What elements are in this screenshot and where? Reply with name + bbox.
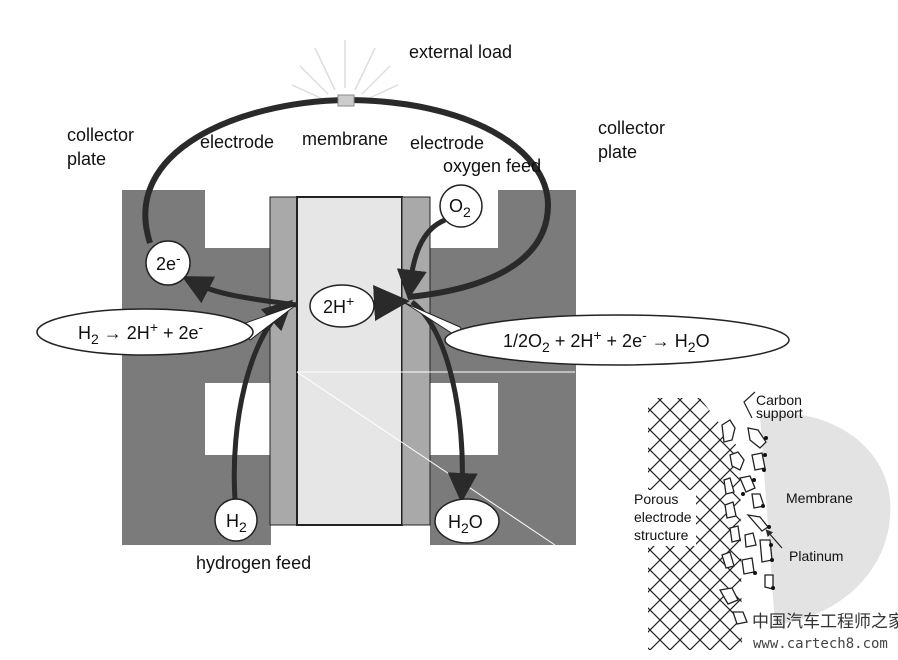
- membrane: [296, 196, 403, 526]
- svg-text:2H+: 2H+: [323, 293, 354, 317]
- watermark-cn: 中国汽车工程师之家: [752, 612, 898, 632]
- cathode-electrode: [401, 196, 431, 526]
- hydrogen-feed-label: hydrogen feed: [196, 553, 311, 573]
- external-load-label: external load: [409, 42, 512, 62]
- svg-text:H2O: H2O: [448, 512, 483, 536]
- svg-text:H2: H2: [226, 511, 247, 535]
- cathode-equation: 1/2O2 + 2H+ + 2e- → H2O: [444, 314, 790, 366]
- watermark-url: www.cartech8.com: [753, 636, 888, 652]
- electrons-bubble: 2e-: [145, 240, 191, 286]
- load-resistor-icon: [337, 94, 355, 107]
- inset-membrane-label: Membrane: [786, 490, 853, 506]
- oxygen-feed-label: oxygen feed: [443, 156, 541, 176]
- protons-bubble: 2H+: [309, 284, 375, 328]
- membrane-label: membrane: [302, 129, 388, 149]
- electrode-right-label: electrode: [410, 133, 484, 153]
- svg-text:O2: O2: [449, 196, 471, 220]
- hydrogen-bubble: H2: [214, 498, 258, 542]
- oxygen-bubble: O2: [439, 184, 483, 228]
- electrode-left-label: electrode: [200, 132, 274, 152]
- platinum-label: Platinum: [789, 548, 843, 564]
- anode-equation: H2 → 2H+ + 2e-: [36, 308, 254, 356]
- svg-text:1/2O2 + 2H+ + 2e- → H2O: 1/2O2 + 2H+ + 2e- → H2O: [503, 327, 710, 355]
- external-circuit-wire: [142, 96, 552, 300]
- water-bubble: H2O: [434, 498, 500, 544]
- external-load-icon: [291, 40, 399, 101]
- anode-electrode: [269, 196, 298, 526]
- svg-text:H2 → 2H+ + 2e-: H2 → 2H+ + 2e-: [78, 319, 204, 347]
- collector-plate-right: [430, 190, 576, 545]
- svg-text:2e-: 2e-: [156, 250, 181, 274]
